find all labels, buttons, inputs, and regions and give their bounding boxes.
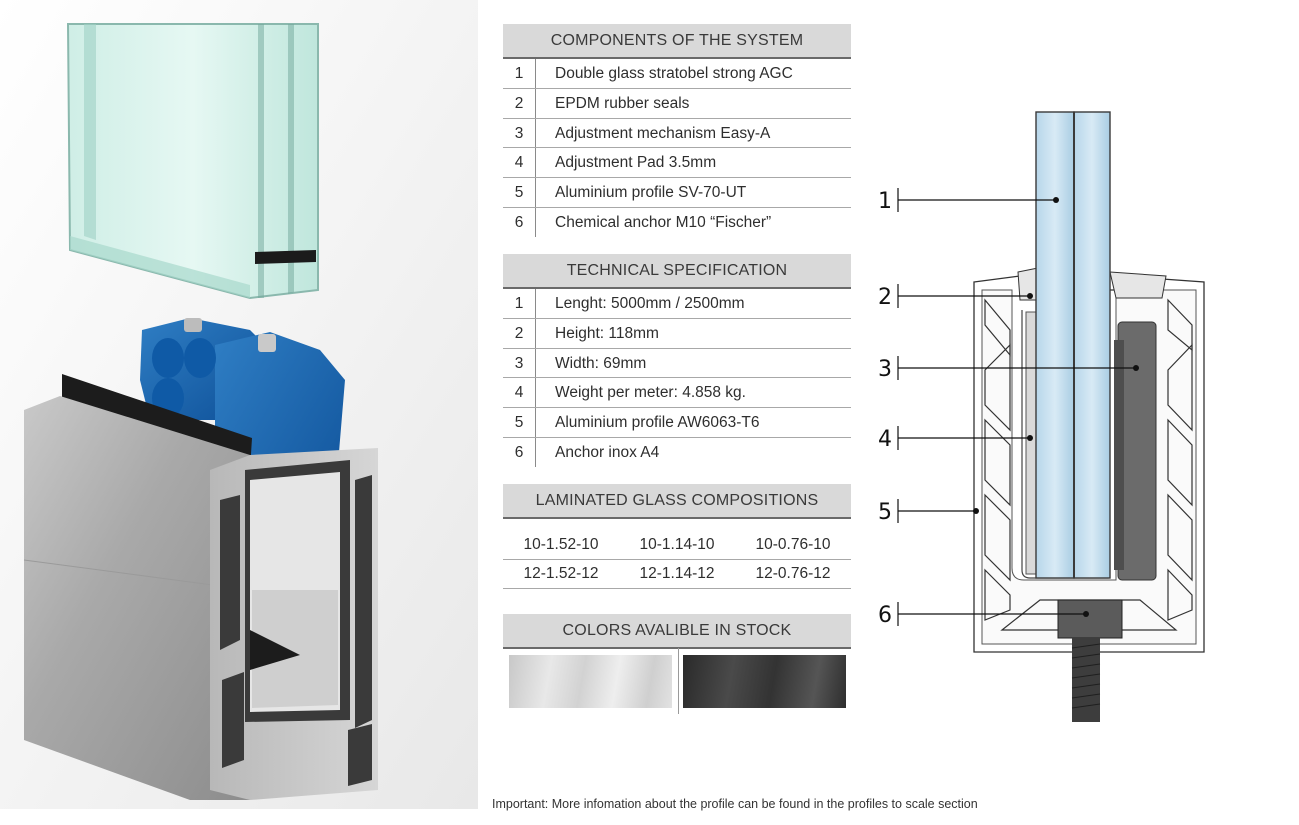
row-text: Weight per meter: 4.858 kg. [555,384,746,402]
table-cell: 12-0.76-12 [755,565,831,582]
row-number: 4 [503,148,536,178]
row-text: Height: 118mm [555,324,659,342]
components-table: COMPONENTS OF THE SYSTEM 1 Double glass s… [503,24,851,237]
table-cell: 10-1.52-10 [523,536,599,553]
table-row: 5 Aluminium profile AW6063-T6 [503,408,851,438]
table-row: 2 EPDM rubber seals [503,88,851,119]
row-number: 6 [503,437,536,467]
technical-spec-table: TECHNICAL SPECIFICATION 1 Lenght: 5000mm … [503,254,851,467]
table-row: 3 Width: 69mm [503,348,851,379]
row-number: 5 [503,178,536,207]
table-row: 1 Lenght: 5000mm / 2500mm [503,289,851,319]
components-table-title: COMPONENTS OF THE SYSTEM [503,24,851,59]
callout-6: 6 [878,603,892,628]
row-text: Width: 69mm [555,354,647,372]
row-number: 3 [503,118,536,148]
table-row: 2 Height: 118mm [503,318,851,349]
table-row: 1 Double glass stratobel strong AGC [503,59,851,89]
glass-compositions-table: LAMINATED GLASS COMPOSITIONS 10-1.52-10 … [503,484,851,589]
table-row: 5 Aluminium profile SV-70-UT [503,178,851,208]
product-render-image [0,0,478,809]
table-row: 10-1.52-10 10-1.14-10 10-0.76-10 [503,531,851,560]
glass-compositions-title: LAMINATED GLASS COMPOSITIONS [503,484,851,519]
row-text: Anchor inox A4 [555,443,660,461]
row-text: Adjustment Pad 3.5mm [555,154,717,172]
callout-4: 4 [878,427,892,452]
technical-spec-title: TECHNICAL SPECIFICATION [503,254,851,289]
cross-section-diagram: 1 2 3 4 5 6 [878,111,1205,722]
row-number: 6 [503,207,536,237]
table-row: 6 Anchor inox A4 [503,437,851,467]
row-text: Aluminium profile SV-70-UT [555,184,747,202]
table-cell: 12-1.52-12 [523,565,599,582]
colors-title: COLORS AVALIBLE IN STOCK [503,614,851,649]
table-row: 6 Chemical anchor M10 “Fischer” [503,207,851,237]
row-number: 4 [503,378,536,408]
glass-panel [66,23,319,300]
table-row: 4 Weight per meter: 4.858 kg. [503,378,851,409]
row-text: Double glass stratobel strong AGC [555,65,793,82]
row-number: 2 [503,318,536,348]
row-text: Chemical anchor M10 “Fischer” [555,213,772,231]
table-cell: 12-1.14-12 [639,565,715,582]
aluminium-profile [23,396,378,800]
row-number: 1 [503,289,536,318]
table-cell: 10-1.14-10 [639,536,715,553]
swatch-brushed-black [683,655,846,708]
row-text: Adjustment mechanism Easy-A [555,124,771,142]
colors-section: COLORS AVALIBLE IN STOCK [503,614,851,649]
table-row: 3 Adjustment mechanism Easy-A [503,118,851,149]
row-number: 2 [503,88,536,118]
table-cell: 10-0.76-10 [755,536,831,553]
row-text: EPDM rubber seals [555,94,690,112]
row-text: Lenght: 5000mm / 2500mm [555,295,745,312]
swatch-brushed-silver [509,655,672,708]
row-number: 1 [503,59,536,88]
callout-3: 3 [878,357,892,382]
table-row: 4 Adjustment Pad 3.5mm [503,148,851,179]
callout-1: 1 [878,189,892,214]
callout-2: 2 [878,285,892,310]
row-text: Aluminium profile AW6063-T6 [555,414,760,432]
footnote: Important: More infomation about the pro… [492,797,978,811]
row-number: 5 [503,408,536,437]
color-swatches [503,648,851,714]
callout-5: 5 [878,500,892,525]
row-number: 3 [503,348,536,378]
swatch-divider [678,648,679,714]
table-row: 12-1.52-12 12-1.14-12 12-0.76-12 [503,560,851,589]
